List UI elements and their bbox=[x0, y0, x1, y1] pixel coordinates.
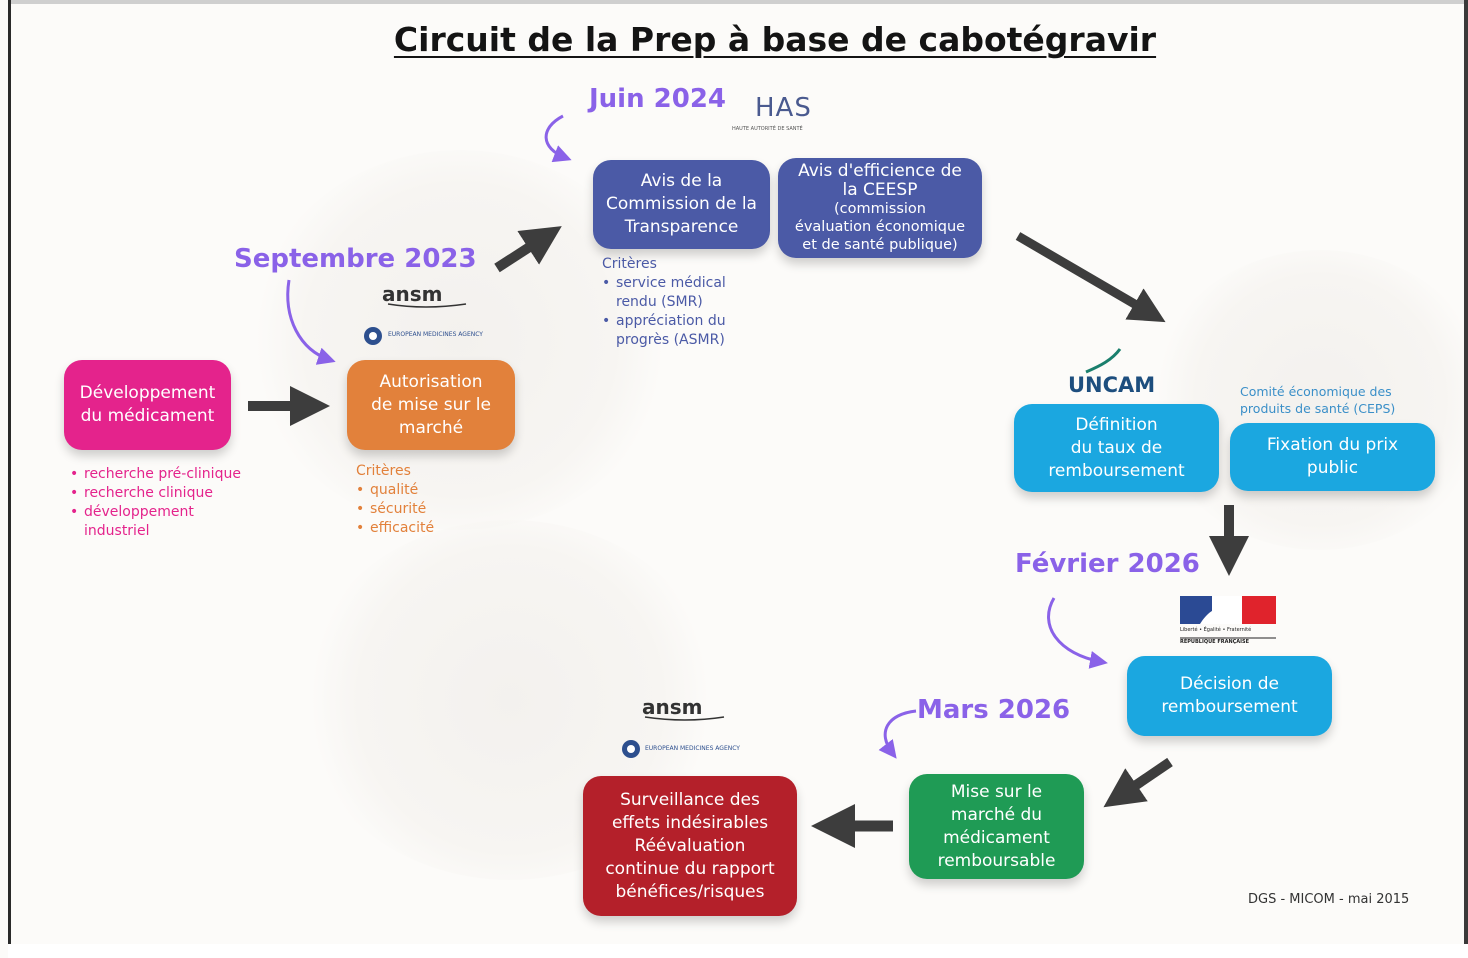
arrow-right-icon bbox=[1015, 232, 1166, 323]
list-item: développement industriel bbox=[70, 503, 241, 541]
ceps-label: Comité économique des produits de santé … bbox=[1240, 384, 1396, 416]
page-title: Circuit de la Prep à base de cabotégravi… bbox=[393, 20, 1157, 59]
criteria-title: Critères bbox=[356, 463, 411, 479]
list-item: appréciation du progrès (ASMR) bbox=[602, 312, 726, 350]
background-circle bbox=[1150, 250, 1468, 550]
ema-logo-text: EUROPEAN MEDICINES AGENCY bbox=[388, 331, 483, 338]
uncam-logo-icon bbox=[1085, 348, 1122, 374]
list-item: sécurité bbox=[356, 500, 434, 519]
source-label: DGS - MICOM - mai 2015 bbox=[1248, 892, 1410, 907]
ansm-logo: ansm bbox=[642, 695, 703, 719]
criteria-title: Critères bbox=[602, 256, 657, 272]
curved-arrow-icon bbox=[878, 709, 917, 759]
curved-arrow-icon bbox=[1047, 597, 1108, 669]
box-surveillance: Surveillance des effets indésirables Réé… bbox=[583, 776, 797, 916]
frame-right bbox=[1464, 0, 1468, 958]
date-septembre: Septembre 2023 bbox=[234, 244, 477, 274]
box-amm: Autorisation de mise sur le marché bbox=[347, 360, 515, 450]
has-logo: HAS bbox=[755, 93, 812, 123]
date-fevrier: Février 2026 bbox=[1015, 549, 1200, 579]
has-logo-subtitle: HAUTE AUTORITÉ DE SANTÉ bbox=[732, 126, 803, 132]
box-decision: Décision de remboursement bbox=[1127, 656, 1332, 736]
curved-arrow-icon bbox=[544, 114, 572, 163]
frame-top bbox=[8, 0, 1468, 4]
curved-arrow-icon bbox=[286, 279, 336, 365]
criteria-dev: recherche pré-clinique recherche cliniqu… bbox=[70, 465, 241, 541]
criteria-ct: Critères service médical rendu (SMR) app… bbox=[602, 255, 726, 350]
list-item: recherche clinique bbox=[70, 484, 241, 503]
ema-logo-text: EUROPEAN MEDICINES AGENCY bbox=[645, 745, 740, 752]
ceesp-sub: (commission évaluation économique et de … bbox=[794, 201, 966, 253]
box-developpement: Développement du médicament bbox=[64, 360, 231, 450]
box-mise-marche: Mise sur le marché du médicament rembour… bbox=[909, 774, 1084, 879]
list-item: efficacité bbox=[356, 519, 434, 538]
box-definition: Définition du taux de remboursement bbox=[1014, 404, 1219, 492]
date-mars: Mars 2026 bbox=[917, 695, 1071, 725]
box-fixation: Fixation du prix public bbox=[1230, 423, 1435, 491]
date-juin: Juin 2024 bbox=[589, 84, 727, 114]
list-item: qualité bbox=[356, 481, 434, 500]
frame-left bbox=[8, 0, 11, 958]
arrow-left-icon bbox=[1103, 757, 1173, 808]
ansm-logo: ansm bbox=[382, 282, 443, 306]
rf-label: RÉPUBLIQUE FRANÇAISE bbox=[1180, 639, 1250, 645]
list-item: recherche pré-clinique bbox=[70, 465, 241, 484]
arrow-right-icon bbox=[494, 226, 562, 273]
criteria-amm: Critères qualité sécurité efficacité bbox=[356, 462, 434, 538]
box-avis-ct: Avis de la Commission de la Transparence bbox=[593, 160, 770, 249]
box-avis-ceesp: Avis d'efficience de la CEESP (commissio… bbox=[778, 158, 982, 258]
frame-bottom bbox=[8, 944, 1468, 958]
rf-motto: Liberté • Égalité • Fraternité bbox=[1180, 627, 1252, 633]
uncam-logo: UNCAM bbox=[1068, 373, 1156, 397]
list-item: service médical rendu (SMR) bbox=[602, 274, 726, 312]
ceesp-main: Avis d'efficience de la CEESP bbox=[798, 161, 962, 200]
